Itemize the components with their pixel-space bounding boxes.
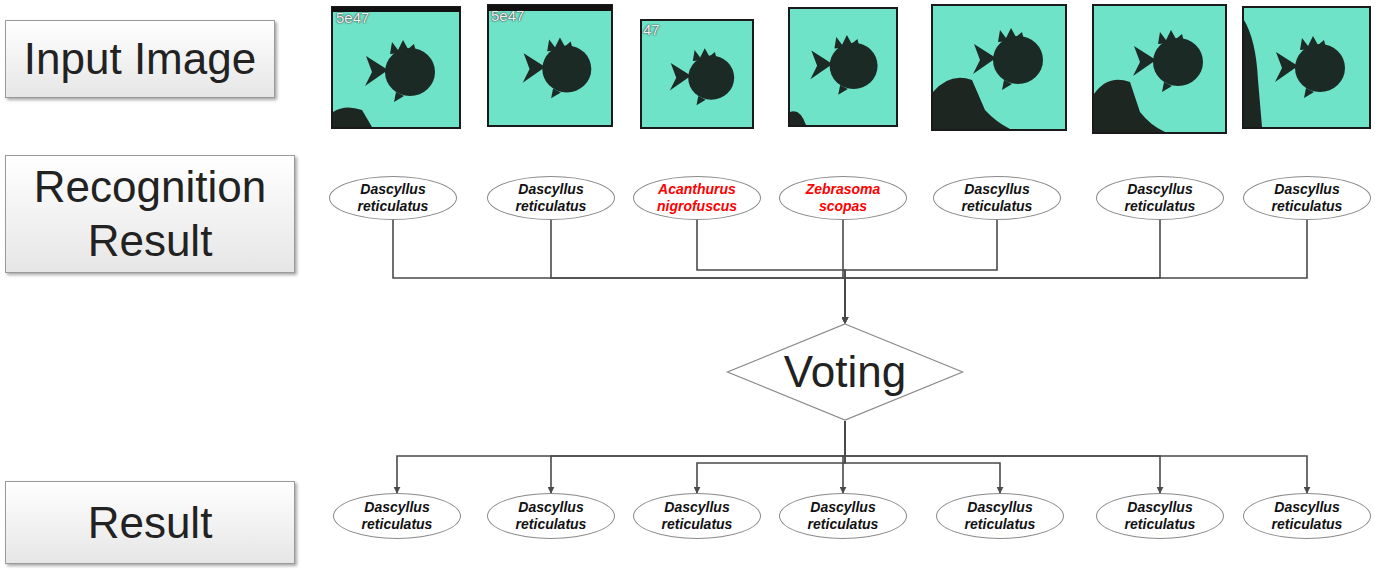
species-name: Dascyllus reticulatus (1252, 499, 1362, 533)
row-label: Input Image (24, 32, 256, 86)
species-label: Dascyllus reticulatus (333, 493, 461, 539)
row-label-box: Result (5, 481, 295, 564)
species-label: Dascyllus reticulatus (1096, 176, 1224, 220)
species-label: Dascyllus reticulatus (329, 176, 457, 220)
decision-label: Voting (784, 347, 906, 397)
frame-timestamp: 5e47 (491, 7, 524, 24)
fish-photo (789, 8, 897, 126)
row-label: Recognition Result (16, 160, 284, 267)
species-label: Dascyllus reticulatus (933, 176, 1061, 220)
species-name: Dascyllus reticulatus (496, 499, 606, 533)
species-name: Dascyllus reticulatus (496, 181, 606, 215)
species-name: Dascyllus reticulatus (1105, 181, 1215, 215)
fish-photo (488, 5, 612, 126)
fish-photo (932, 5, 1066, 130)
species-label: Dascyllus reticulatus (487, 493, 615, 539)
species-name: Dascyllus reticulatus (788, 499, 898, 533)
species-name: Dascyllus reticulatus (942, 181, 1052, 215)
species-label: Dascyllus reticulatus (936, 493, 1064, 539)
connector (697, 421, 845, 493)
connector (845, 421, 1307, 493)
connector (845, 220, 997, 323)
connector (845, 220, 1160, 323)
species-name: Dascyllus reticulatus (338, 181, 448, 215)
row-label: Result (88, 496, 213, 550)
connector (697, 220, 845, 323)
species-name: Dascyllus reticulatus (1105, 499, 1215, 533)
fish-photo (1243, 7, 1370, 128)
species-name: Dascyllus reticulatus (642, 499, 752, 533)
species-label: Acanthurus nigrofuscus (633, 176, 761, 220)
species-label: Dascyllus reticulatus (1243, 493, 1371, 539)
species-label: Zebrasoma scopas (779, 176, 907, 220)
species-label: Dascyllus reticulatus (487, 176, 615, 220)
connector (845, 220, 1307, 323)
row-label-box: Recognition Result (5, 155, 295, 273)
connector (551, 421, 845, 493)
fish-photo (641, 20, 753, 128)
species-label: Dascyllus reticulatus (779, 493, 907, 539)
fish-photo (332, 7, 460, 128)
species-name: Dascyllus reticulatus (342, 499, 452, 533)
connector (551, 220, 845, 323)
species-name: Acanthurus nigrofuscus (642, 181, 752, 215)
species-name: Dascyllus reticulatus (945, 499, 1055, 533)
species-label: Dascyllus reticulatus (1096, 493, 1224, 539)
frame-timestamp: 5e47 (336, 9, 369, 26)
connector (845, 421, 1000, 493)
frame-timestamp: 47 (643, 21, 660, 38)
fish-photo (1093, 5, 1226, 133)
connector (397, 421, 845, 493)
decision-diamond: Voting (725, 323, 965, 421)
connector (393, 220, 845, 323)
connector (845, 421, 1160, 493)
species-name: Dascyllus reticulatus (1252, 181, 1362, 215)
species-label: Dascyllus reticulatus (1243, 176, 1371, 220)
row-label-box: Input Image (5, 20, 275, 98)
species-name: Zebrasoma scopas (788, 181, 898, 215)
species-label: Dascyllus reticulatus (633, 493, 761, 539)
